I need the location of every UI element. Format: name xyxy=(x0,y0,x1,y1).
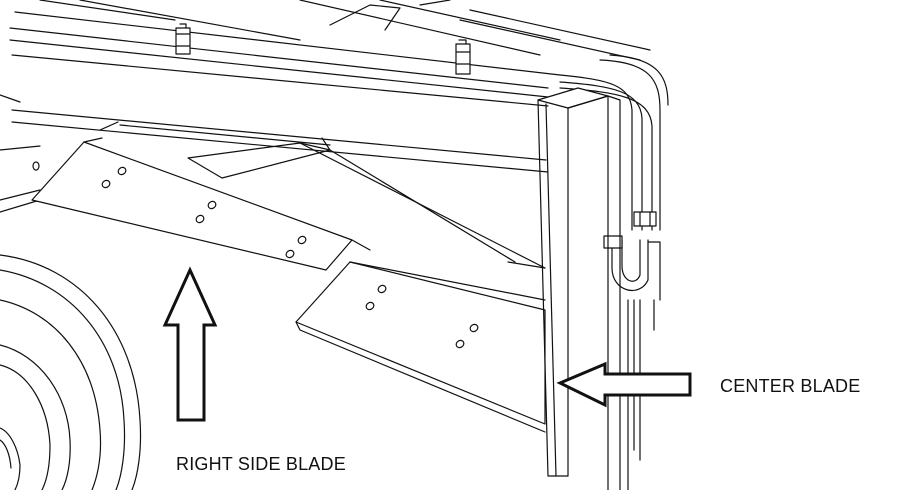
inner-brace xyxy=(188,138,545,268)
tube-clamp xyxy=(176,24,190,54)
arrow-left-icon xyxy=(560,364,690,405)
arrow-up-icon xyxy=(165,270,215,420)
cross-beam xyxy=(12,110,548,172)
right-side-blade xyxy=(32,138,370,270)
wheel-drum xyxy=(0,255,141,490)
tube-clamp xyxy=(456,40,470,74)
top-tubes xyxy=(10,0,650,106)
center-blade xyxy=(538,88,654,490)
center-blade-label: CENTER BLADE xyxy=(720,376,861,396)
curved-tubes xyxy=(560,55,668,300)
lower-blade xyxy=(296,262,545,432)
right-side-blade-label: RIGHT SIDE BLADE xyxy=(176,454,346,474)
left-structure xyxy=(0,95,40,212)
